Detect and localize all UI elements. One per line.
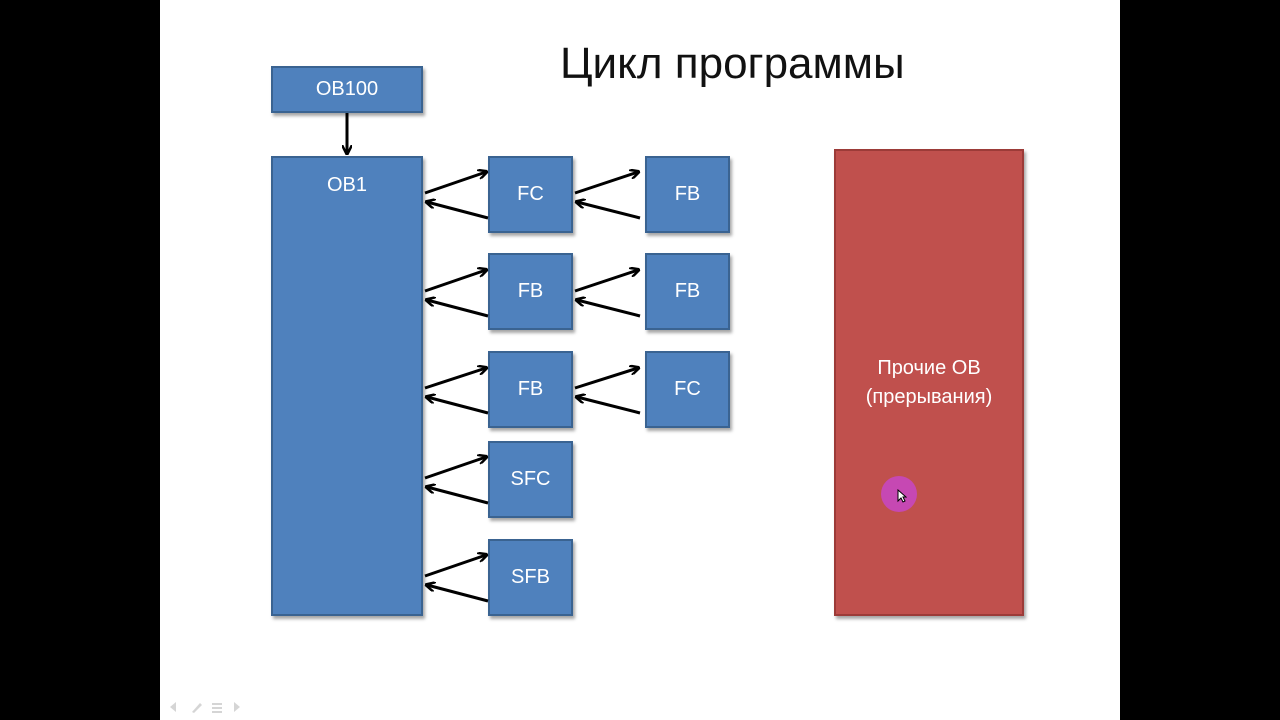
block-row1-col2: FB <box>645 156 730 233</box>
block-row3-col1-label: FB <box>517 378 544 400</box>
block-row2-col2: FB <box>645 253 730 330</box>
block-row4-col1: SFC <box>488 441 573 518</box>
other-ob-label: Прочие OB (прерывания) <box>866 354 992 412</box>
slide: Цикл программы OB100 OB1 FC FB FB FB FB … <box>160 0 1120 720</box>
slideshow-nav[interactable] <box>168 700 248 714</box>
slide-title: Цикл программы <box>560 39 905 88</box>
arrow-col2-to-row3 <box>577 397 641 415</box>
block-row2-col1-label: FB <box>517 280 544 302</box>
block-other-ob: Прочие OB (прерывания) <box>834 149 1024 616</box>
arrow-ob1-to-row4 <box>424 457 486 480</box>
arrow-row4-to-ob1 <box>427 487 489 505</box>
other-ob-line1: Прочие OB <box>877 356 981 379</box>
block-ob100: OB100 <box>271 66 423 113</box>
pen-icon <box>192 703 202 713</box>
arrow-col2-to-row2 <box>577 300 641 318</box>
block-row1-col1-label: FC <box>517 183 544 205</box>
arrow-ob1-to-row3 <box>424 368 486 390</box>
block-row3-col2-label: FC <box>674 378 701 400</box>
block-row5-col1: SFB <box>488 539 573 616</box>
block-row3-col1: FB <box>488 351 573 428</box>
block-ob100-label: OB100 <box>315 78 379 100</box>
arrow-ob1-to-row1 <box>424 172 486 195</box>
arrow-row1-to-ob1 <box>427 202 489 220</box>
arrow-row3-to-col2 <box>574 368 638 390</box>
block-ob1-label: OB1 <box>326 174 368 196</box>
next-slide-icon <box>234 702 240 712</box>
mouse-pointer-icon <box>897 489 907 503</box>
block-ob1: OB1 <box>271 156 423 616</box>
arrow-row2-to-ob1 <box>427 300 489 318</box>
arrow-row3-to-ob1 <box>427 397 489 415</box>
arrow-ob1-to-row5 <box>424 555 486 578</box>
menu-icon <box>212 703 222 713</box>
block-row3-col2: FC <box>645 351 730 428</box>
prev-slide-icon <box>170 702 176 712</box>
block-row4-col1-label: SFC <box>510 468 551 490</box>
arrow-col2-to-row1 <box>577 202 641 220</box>
block-row1-col2-label: FB <box>674 183 701 205</box>
arrow-row5-to-ob1 <box>427 585 489 603</box>
block-row1-col1: FC <box>488 156 573 233</box>
block-row5-col1-label: SFB <box>511 566 550 588</box>
connector-arrows <box>160 113 1120 603</box>
block-row2-col1: FB <box>488 253 573 330</box>
block-row2-col2-label: FB <box>674 280 701 302</box>
other-ob-line2: (прерывания) <box>865 385 993 408</box>
arrow-row2-to-col2 <box>574 270 638 293</box>
arrow-row1-to-col2 <box>574 172 638 195</box>
arrow-ob1-to-row2 <box>424 270 486 293</box>
